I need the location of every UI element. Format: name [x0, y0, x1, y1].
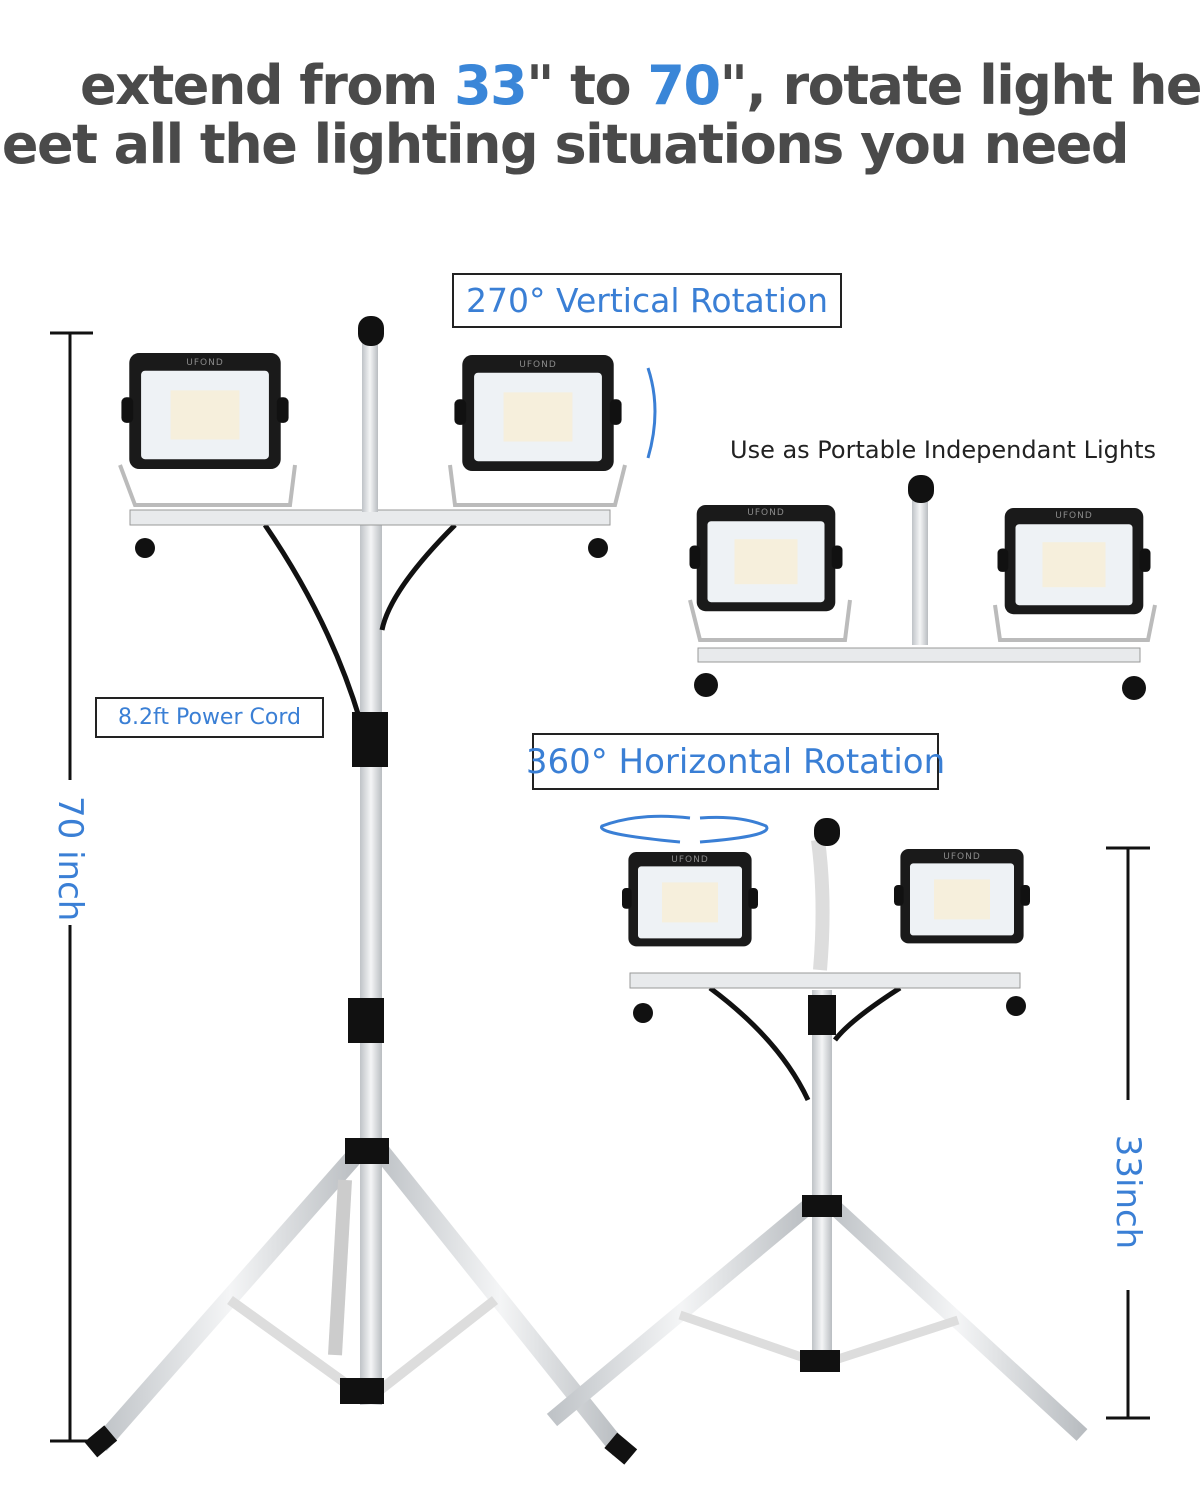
brand-label: UFOND [747, 508, 785, 518]
max-height-dimension-label: 70 inch [50, 796, 90, 922]
dimension-33-inch [1106, 846, 1150, 1420]
power-cord-callout: 8.2ft Power Cord [95, 697, 324, 738]
dimension-70-inch [50, 331, 93, 1443]
brand-label: UFOND [186, 358, 224, 368]
vertical-rotation-callout: 270° Vertical Rotation [452, 273, 842, 328]
headline-line-1: extend from 33" to 70", rotate light hea… [80, 54, 1200, 117]
short-tripod-stand [546, 818, 1088, 1441]
headline-text: ", rotate light heads [719, 54, 1200, 117]
max-height-value: 70 [647, 54, 721, 117]
portable-lights-label: Use as Portable Independant Lights [730, 436, 1156, 464]
headline-text: " to [526, 54, 648, 117]
headline-text: extend from [80, 54, 455, 117]
horizontal-rotation-arrow-icon [600, 814, 769, 844]
min-height-dimension-label: 33inch [1108, 1134, 1148, 1250]
brand-label: UFOND [943, 852, 981, 862]
portable-lights [688, 475, 1157, 700]
brand-label: UFOND [519, 360, 557, 370]
headline-line-2: meet all the lighting situations you nee… [0, 113, 1129, 176]
brand-label: UFOND [671, 855, 709, 865]
min-height-value: 33 [454, 54, 528, 117]
vertical-rotation-arrow-icon [646, 367, 657, 459]
horizontal-rotation-callout: 360° Horizontal Rotation [526, 733, 945, 790]
tall-tripod-stand [84, 316, 638, 1465]
brand-label: UFOND [1055, 511, 1093, 521]
